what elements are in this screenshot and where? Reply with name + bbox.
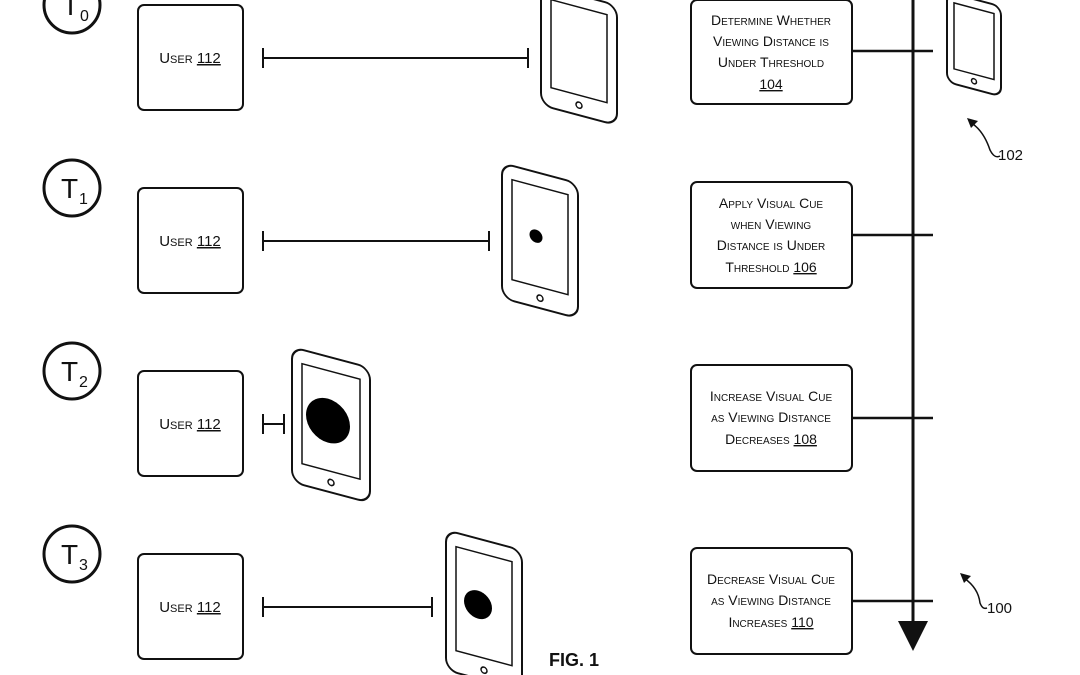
timeline-connectors [852,51,933,601]
time-step-letter: T [61,356,78,387]
time-step-t0: T 0 [44,0,100,33]
user-box-t0: User 112 [138,5,243,110]
svg-text:Increases 110: Increases 110 [728,614,813,630]
time-step-t3: T 3 [44,526,100,582]
svg-text:User 112: User 112 [159,416,221,433]
svg-text:User 112: User 112 [159,50,221,67]
step-text-line: Under Threshold [718,54,824,70]
step-text-line: as Viewing Distance [711,592,831,608]
svg-text:Threshold 106: Threshold 106 [725,259,817,275]
tablet-device-t1 [502,163,578,318]
step-ref: 104 [759,76,783,92]
step-text-line: Increase Visual Cue [710,388,833,404]
tablet-device-t0 [541,0,617,125]
user-ref: 112 [197,50,221,67]
time-step-t2: T 2 [44,343,100,399]
step-ref: 106 [793,259,817,275]
time-step-letter: T [61,539,78,570]
step-box-110: Decrease Visual Cue as Viewing Distance … [691,548,852,654]
user-label: User [159,50,193,67]
ref-numeral: 100 [987,600,1012,617]
step-ref: 108 [794,431,818,447]
step-box-108: Increase Visual Cue as Viewing Distance … [691,365,852,471]
step-text-line: Decreases [725,431,790,447]
svg-text:User 112: User 112 [159,599,221,616]
tablet-device-t2 [292,347,370,503]
step-text-line: Viewing Distance is [713,33,829,49]
time-step-subscript: 0 [80,8,89,25]
step-text-line: Decrease Visual Cue [707,571,835,587]
distance-bar-t0 [263,48,528,68]
time-step-subscript: 2 [79,374,88,391]
user-ref: 112 [197,599,221,616]
distance-bar-t1 [263,231,489,251]
step-box-104: Determine Whether Viewing Distance is Un… [691,0,852,104]
user-box-t1: User 112 [138,188,243,293]
user-label: User [159,233,193,250]
step-text-line: Determine Whether [711,12,831,28]
user-box-t2: User 112 [138,371,243,476]
distance-bar-t3 [263,597,432,617]
user-box-t3: User 112 [138,554,243,659]
ref-numeral: 102 [998,147,1023,164]
step-text-line: Distance is Under [717,237,825,253]
step-text-line: Apply Visual Cue [719,195,824,211]
figure-label: FIG. 1 [549,650,599,670]
distance-bar-t2 [263,414,284,434]
user-ref: 112 [197,416,221,433]
time-step-t1: T 1 [44,160,100,216]
user-label: User [159,599,193,616]
svg-text:User 112: User 112 [159,233,221,250]
step-text-line: Increases [728,614,787,630]
ref-100: 100 [960,573,1012,617]
step-text-line: Threshold [725,259,789,275]
step-text-line: when Viewing [731,216,812,232]
tablet-device-t3 [446,530,522,675]
user-label: User [159,416,193,433]
user-ref: 112 [197,233,221,250]
time-step-letter: T [62,0,79,21]
time-step-subscript: 3 [79,557,88,574]
time-step-subscript: 1 [79,191,88,208]
ref-102: 102 [967,118,1023,164]
step-text-line: as Viewing Distance [711,409,831,425]
step-ref: 110 [791,614,814,630]
tablet-device-102 [947,0,1001,96]
step-box-106: Apply Visual Cue when Viewing Distance i… [691,182,852,288]
time-step-letter: T [61,173,78,204]
svg-text:Decreases 108: Decreases 108 [725,431,817,447]
